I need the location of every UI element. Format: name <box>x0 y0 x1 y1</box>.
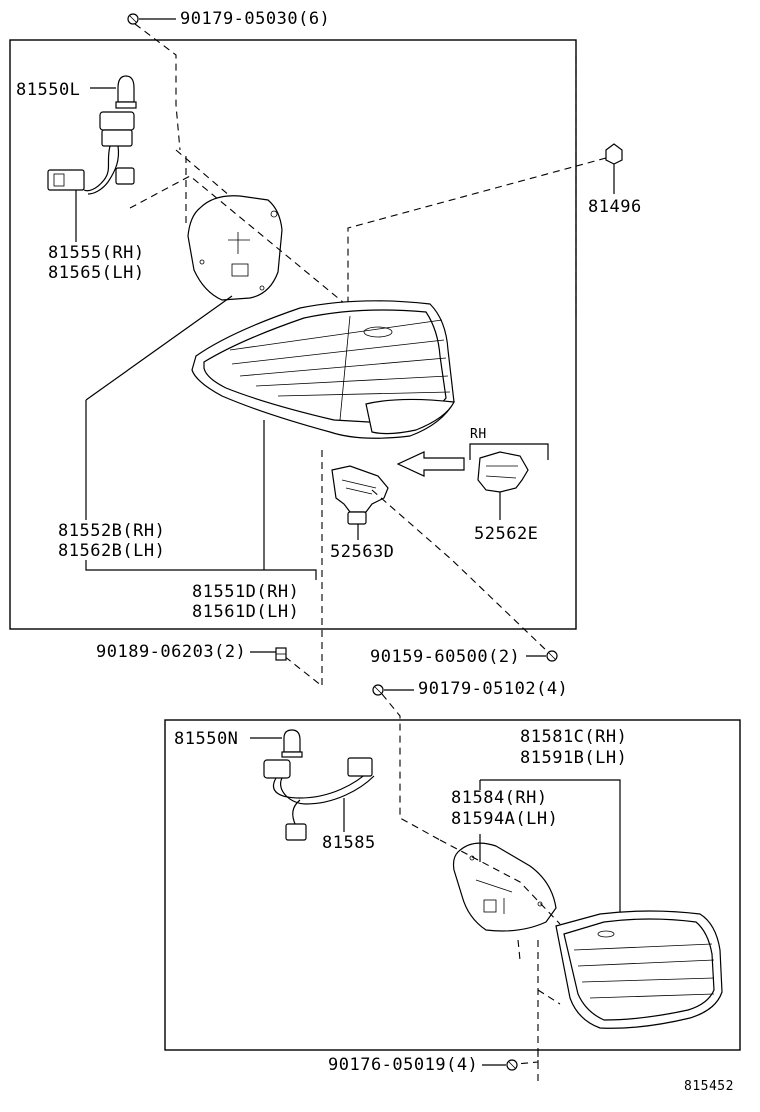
bracket-52562e <box>477 451 529 493</box>
label-81591b-lh: 81591B(LH) <box>520 748 627 768</box>
label-52563d: 52563D <box>330 542 394 562</box>
bulb-81550n <box>281 729 303 758</box>
tail-lamp-lens-outer <box>191 300 455 439</box>
bulb-81550l <box>115 75 137 109</box>
label-81561d-lh: 81561D(LH) <box>192 602 299 622</box>
label-81584-rh: 81584(RH) <box>451 788 548 808</box>
guide-lower-b <box>515 940 539 1065</box>
screw-90176-05019 <box>506 1059 518 1071</box>
label-90176-05019: 90176-05019(4) <box>328 1055 478 1075</box>
guide-screw-90189 <box>283 450 323 688</box>
label-81555-rh: 81555(RH) <box>48 243 145 263</box>
gasket-81584 <box>452 842 557 932</box>
label-81550L: 81550L <box>16 80 80 100</box>
label-81552b-rh: 81552B(RH) <box>58 521 165 541</box>
label-81581c-rh: 81581C(RH) <box>520 727 627 747</box>
rh-bracket-callout <box>469 443 549 460</box>
label-81550n: 81550N <box>174 729 238 749</box>
label-81565-lh: 81565(LH) <box>48 263 145 283</box>
label-90159-60500: 90159-60500(2) <box>370 647 520 667</box>
guide-90179-05102 <box>381 693 441 841</box>
diagram-reference-number: 815452 <box>684 1079 734 1094</box>
socket-harness-81555 <box>47 111 135 195</box>
screw-90179-05102 <box>372 684 384 696</box>
inner-lamp-81581c <box>555 910 723 1029</box>
leader-81552b <box>85 295 233 401</box>
label-rh: RH <box>470 427 487 442</box>
label-52562e: 52562E <box>474 524 538 544</box>
label-81585: 81585 <box>322 833 376 853</box>
label-81562b-lh: 81562B(LH) <box>58 541 165 561</box>
bracket-52563d <box>331 465 389 525</box>
direction-arrow <box>396 451 465 477</box>
screw-81496 <box>605 143 623 170</box>
guide-lower-gasket <box>439 839 561 925</box>
guide-lower-d <box>517 939 521 961</box>
screw-90159-60500 <box>546 650 558 662</box>
label-90179-05102: 90179-05102(4) <box>418 679 568 699</box>
label-90179-05030: 90179-05030(6) <box>180 9 330 29</box>
socket-harness-81585 <box>263 757 375 841</box>
screw-90179-05030 <box>127 13 139 25</box>
leader-81581c <box>480 779 621 912</box>
guide-screw-90159 <box>371 489 549 653</box>
guide-81496 <box>347 157 607 360</box>
gasket-upper <box>187 195 283 301</box>
guide-90179-05030 <box>134 23 181 151</box>
lower-assembly-frame <box>164 719 741 1051</box>
label-90189-06203: 90189-06203(2) <box>96 642 246 662</box>
label-81496: 81496 <box>588 197 642 217</box>
leader-81551d <box>85 560 317 580</box>
label-81594a-lh: 81594A(LH) <box>451 809 558 829</box>
upper-assembly-frame <box>9 39 577 630</box>
screw-90189-06203 <box>275 647 287 661</box>
guide-upper-b <box>175 149 231 197</box>
label-81551d-rh: 81551D(RH) <box>192 582 299 602</box>
guide-lower-c <box>537 989 561 1005</box>
